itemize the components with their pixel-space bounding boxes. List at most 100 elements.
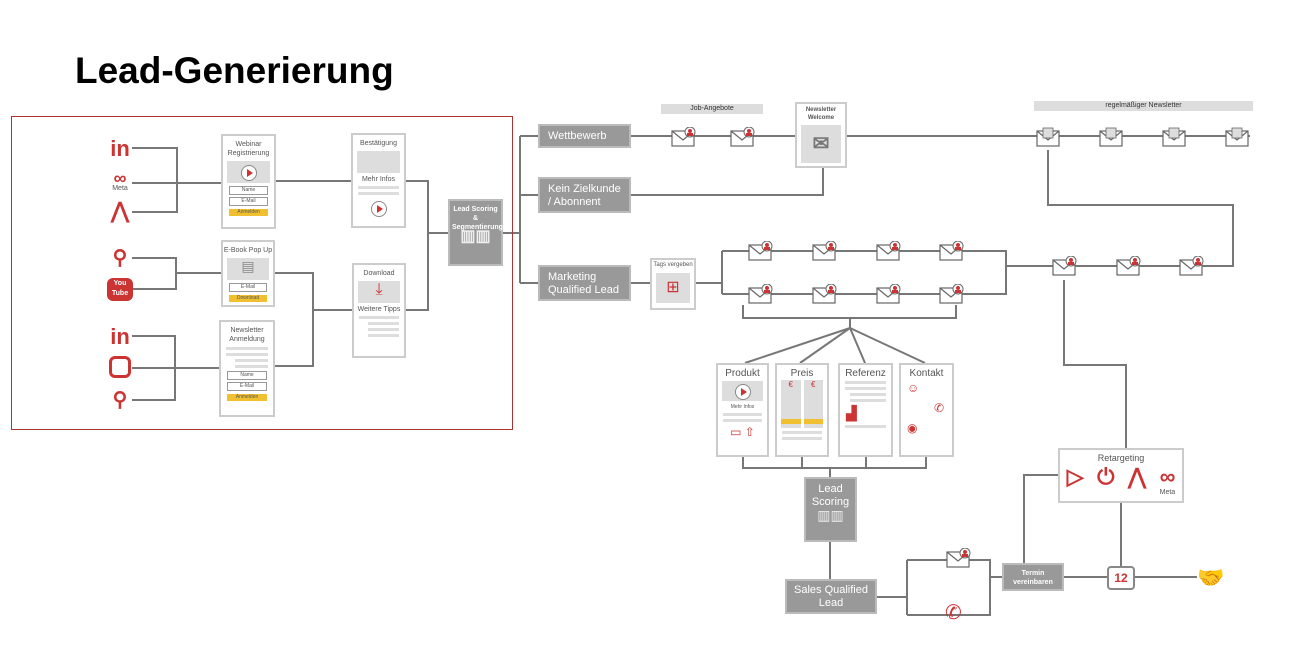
newsletter-signup-card: Newsletter Anmeldung Name E-Mail Anmelde…: [219, 320, 275, 417]
phone-icon: ✆: [933, 401, 944, 415]
page-title: Lead-Generierung: [75, 50, 394, 91]
email-envelope-icon: [946, 547, 971, 568]
email-envelope-icon: [939, 240, 964, 261]
connector-line: [132, 147, 178, 213]
download-icon: ⤓: [358, 281, 400, 303]
lead-generation-frame: [11, 116, 513, 430]
connector-line: [799, 327, 851, 364]
linkedin-icon: in: [110, 324, 130, 349]
card-title: Tags vergeben: [653, 262, 693, 268]
email-envelope-icon: [812, 283, 837, 304]
connector-line: [849, 327, 866, 364]
google-ads-icon: ⋀: [110, 198, 130, 223]
email-envelope-icon: [748, 240, 773, 261]
more-info-text: Mehr Infos: [730, 404, 755, 410]
calendar-icon: 12: [1107, 566, 1135, 590]
card-title: Referenz: [845, 368, 886, 379]
newsletter-envelope-icon: [1099, 127, 1123, 147]
name-field: Name: [227, 371, 267, 380]
score-bars-icon: ▥▥: [460, 228, 491, 245]
competitor-box: Wettbewerb: [538, 124, 631, 148]
ebook-popup-card: E-Book Pop Up ▤ E-Mail Download: [221, 240, 275, 307]
card-title: Webinar Registrierung: [227, 141, 270, 157]
connector-line: [742, 457, 927, 469]
google-play-icon: ▷: [1066, 464, 1084, 489]
play-icon: [734, 384, 751, 400]
location-icon: ◉: [907, 421, 918, 435]
card-title: Newsletter Welcome: [805, 107, 837, 121]
connector-line: [1006, 150, 1234, 267]
tags-card: Tags vergeben ⊞: [650, 258, 696, 310]
meta-label: Meta: [1159, 489, 1176, 496]
email-envelope-icon: [812, 240, 837, 261]
connector-line: [1063, 280, 1127, 448]
email-field: E-Mail: [227, 382, 267, 391]
meta-label: Meta: [112, 185, 128, 192]
connector-line: [849, 327, 926, 364]
email-envelope-icon: [671, 126, 696, 147]
card-title: E-Book Pop Up: [223, 247, 273, 254]
card-title: Retargeting: [1097, 453, 1145, 463]
register-button: Anmelden: [229, 209, 268, 216]
no-target-customer-box: Kein Zielkunde / Abonnent: [538, 177, 631, 213]
connector-line: [970, 250, 1007, 295]
power-icon: ⏻: [1097, 464, 1115, 489]
card-title: Produkt: [725, 368, 760, 379]
connector-line: [744, 327, 851, 364]
lead-scoring-box: Lead Scoring▥▥: [804, 477, 857, 542]
euro-icon: €: [781, 380, 801, 428]
marketing-qualified-lead-box: Marketing Qualified Lead: [538, 265, 631, 301]
card-title: Kontakt: [909, 368, 944, 379]
meta-icon: ∞Meta: [1159, 464, 1176, 496]
newsletter-envelope-icon: ✉: [801, 125, 841, 163]
email-envelope-icon: [748, 283, 773, 304]
regular-newsletter-label: regelmäßiger Newsletter: [1034, 101, 1253, 111]
sales-qualified-lead-box: Sales Qualified Lead: [785, 579, 877, 614]
connector-line: [631, 168, 824, 196]
newsletter-envelope-icon: [1036, 127, 1060, 147]
email-envelope-icon: [876, 240, 901, 261]
search-icon: ⚲: [112, 247, 128, 269]
email-envelope-icon: [876, 283, 901, 304]
phone-call-icon: ✆: [945, 602, 962, 624]
meta-icon: ∞Meta: [107, 168, 133, 192]
product-card: Produkt Mehr Infos ▭ ⇧: [716, 363, 769, 457]
card-title: Download: [363, 270, 395, 277]
reference-card: Referenz ▟: [838, 363, 893, 457]
handshake-icon: 🤝: [1197, 565, 1225, 590]
linkedin-icon: in: [110, 136, 130, 161]
newsletter-envelope-icon: [1225, 127, 1249, 147]
ebook-icon: ▤: [227, 258, 269, 280]
score-bars-icon: ▥▥: [817, 507, 844, 523]
newsletter-welcome-card: Newsletter Welcome ✉: [795, 102, 847, 168]
email-envelope-icon: [1052, 255, 1077, 276]
email-envelope-icon: [1179, 255, 1204, 276]
play-icon: [240, 165, 257, 181]
box-label: Lead Scoring & Segmentierung: [452, 206, 503, 231]
price-card: Preis €€: [775, 363, 829, 457]
laptop-icon: ▭ ⇧: [730, 425, 755, 439]
connector-line: [406, 180, 429, 311]
newsletter-envelope-icon: [1162, 127, 1186, 147]
email-envelope-icon: [730, 126, 755, 147]
google-ads-icon: ⋀: [1128, 464, 1147, 489]
name-field: Name: [229, 186, 268, 195]
confirmation-card: Bestätigung Mehr Infos: [351, 133, 406, 228]
card-title: Preis: [790, 368, 814, 379]
email-field: E-Mail: [229, 283, 267, 292]
webinar-registration-card: Webinar Registrierung Name E-Mail Anmeld…: [221, 134, 276, 229]
connector-line: [1023, 474, 1058, 563]
download-card: Download ⤓ Weitere Tipps: [352, 263, 406, 358]
euro-icon: €: [803, 380, 823, 428]
job-offers-label: Job-Angebote: [661, 104, 763, 114]
email-envelope-icon: [939, 283, 964, 304]
hierarchy-icon: ⊞: [656, 273, 690, 303]
retargeting-card: Retargeting ▷ ⏻ ⋀ ∞Meta: [1058, 448, 1184, 503]
youtube-icon: You Tube: [107, 278, 133, 301]
schedule-appointment-box: Termin vereinbaren: [1002, 563, 1064, 591]
connector-line: [742, 305, 957, 319]
more-info-text: Mehr Infos: [361, 176, 396, 183]
box-label: Lead Scoring: [811, 483, 850, 508]
register-button: Anmelden: [227, 394, 267, 401]
